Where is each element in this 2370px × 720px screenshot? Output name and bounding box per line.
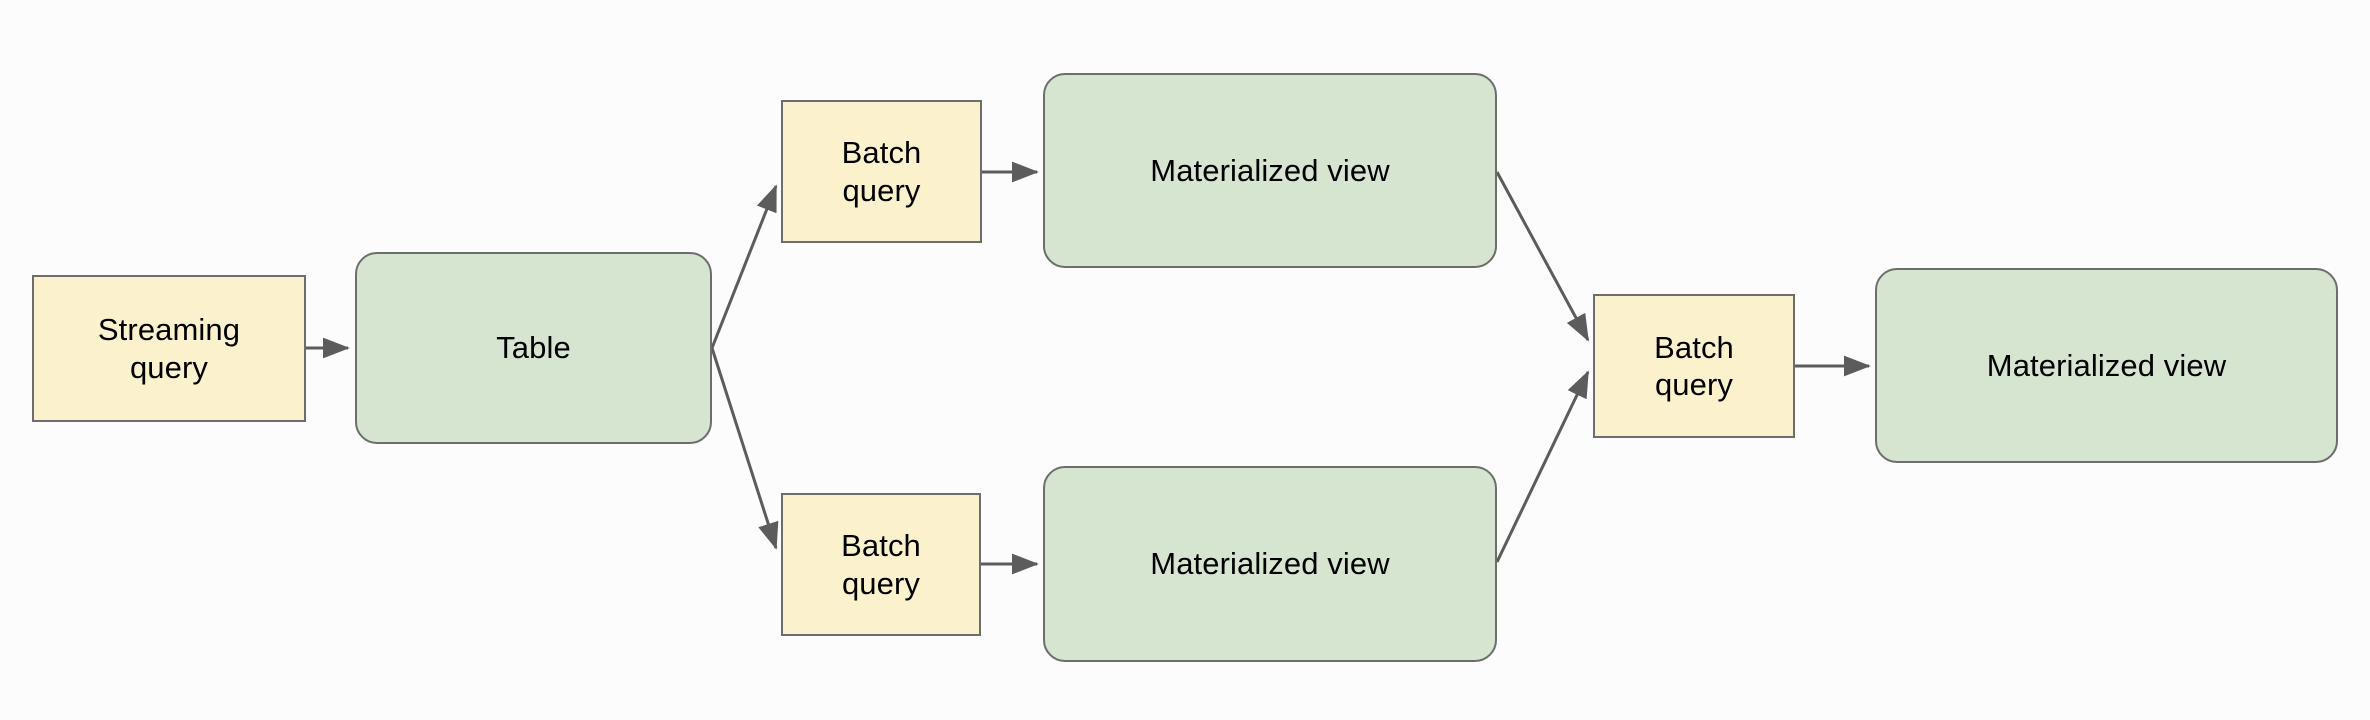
node-batch-query-bottom[interactable]: Batch query [781, 493, 981, 636]
node-batch-query-final[interactable]: Batch query [1593, 294, 1795, 438]
edge-mv-bottom-to-batch-final [1495, 370, 1590, 563]
edge-table-to-batch-top [710, 184, 778, 349]
node-materialized-view-final-label: Materialized view [1986, 347, 2227, 383]
node-table[interactable]: Table [355, 252, 712, 444]
node-batch-query-final-label: Batch query [1654, 329, 1734, 402]
node-batch-query-top-label: Batch query [841, 135, 922, 208]
node-batch-query-top[interactable]: Batch query [781, 100, 982, 243]
node-materialized-view-bottom-label: Materialized view [1150, 546, 1390, 582]
node-materialized-view-top-label: Materialized view [1150, 152, 1390, 188]
node-table-label: Table [496, 330, 571, 366]
edge-table-to-batch-bottom [710, 347, 779, 550]
node-streaming-query[interactable]: Streaming query [32, 275, 306, 422]
node-materialized-view-final[interactable]: Materialized view [1875, 268, 2338, 463]
node-batch-query-bottom-label: Batch query [841, 528, 921, 601]
node-materialized-view-bottom[interactable]: Materialized view [1043, 466, 1497, 662]
node-materialized-view-top[interactable]: Materialized view [1043, 73, 1497, 268]
edge-mv-top-to-batch-final [1495, 171, 1590, 342]
node-streaming-query-label: Streaming query [97, 312, 241, 385]
